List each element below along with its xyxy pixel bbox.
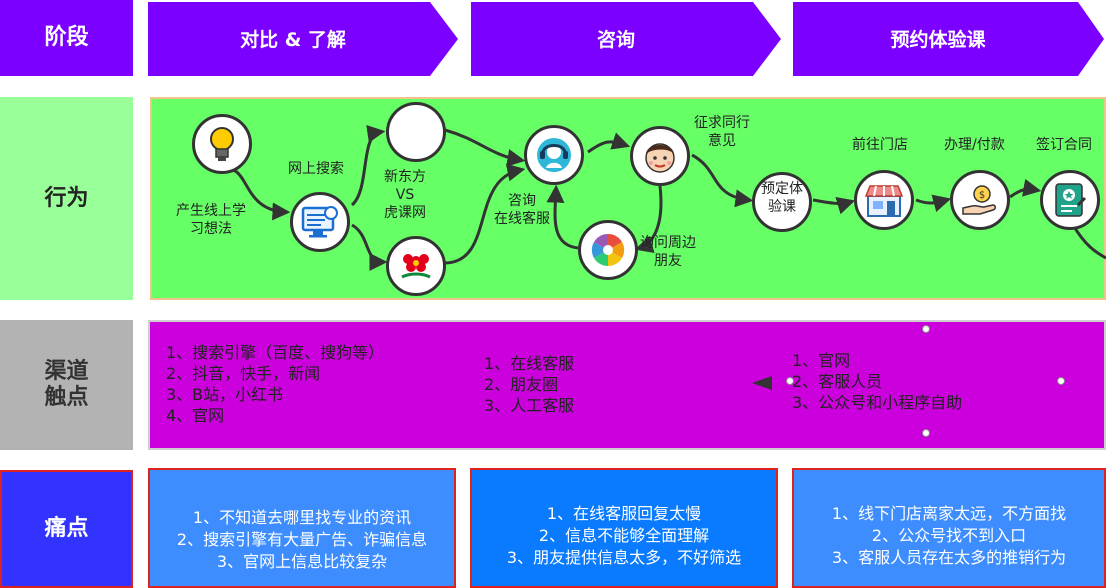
pain-list-compare: 1、不知道去哪里找专业的资讯 2、搜索引擎有大量广告、诈骗信息 3、官网上信息比…: [150, 507, 454, 573]
pain-item: 3、客服人员存在太多的推销行为: [831, 548, 1067, 567]
customer-service-headset-icon: [537, 138, 571, 172]
channel-item: 2、朋友圈: [484, 375, 559, 394]
friends-circle-aperture-icon: [591, 233, 625, 267]
pain-item: 3、官网上信息比较复杂: [216, 552, 388, 571]
flow-line-friends-consult: [546, 184, 579, 250]
flow-line-search-tiger: [351, 223, 388, 271]
stage-title-compare: 对比 & 了解: [240, 28, 346, 51]
node-contract: [1040, 170, 1100, 230]
pain-item: 1、线下门店离家太远，不方面找: [831, 504, 1067, 523]
node-pay-text: 办理/付款: [944, 137, 1005, 153]
selection-handle[interactable]: [922, 429, 930, 437]
stage-arrow-compare: [148, 2, 458, 76]
selection-handle[interactable]: [922, 325, 930, 333]
node-book-trial: [752, 172, 812, 232]
selection-handle[interactable]: [786, 377, 794, 385]
node-new-oriental: [386, 102, 446, 162]
node-peer-opinion-text: 征求同行 意见: [694, 115, 750, 149]
channel-item: 2、抖音，快手，新闻: [166, 364, 321, 383]
flow-line-consult-peer: [587, 132, 631, 154]
flow-line-peer-friends: [634, 185, 663, 253]
pain-box-consult: [470, 468, 778, 588]
pain-item: 1、在线客服回复太慢: [546, 504, 702, 523]
channel-item: 3、人工客服: [484, 396, 575, 415]
svg-text:$: $: [979, 190, 985, 201]
node-go-store: [854, 170, 914, 230]
left-arrow-marker-icon: [752, 376, 772, 390]
channel-list-compare: 1、搜索引擎（百度、搜狗等） 2、抖音，快手，新闻 3、B站，小红书 4、官网: [166, 342, 384, 426]
stage-arrow-trial: [793, 2, 1104, 76]
channel-item: 1、官网: [792, 351, 851, 370]
row-label-behavior-text: 行为: [44, 185, 89, 211]
node-ask-friends: [578, 220, 638, 280]
node-compare-text: 新东方 VS 虎课网: [384, 169, 426, 221]
channel-list-trial: 1、官网 2、客服人员 3、公众号和小程序自助: [792, 350, 962, 413]
stage-title-trial: 预约体验课: [890, 28, 986, 51]
red-flower-logo-icon: [401, 254, 431, 279]
channel-item: 3、B站，小红书: [166, 385, 284, 404]
flow-line-tiger-consult: [444, 163, 526, 265]
flow-line-compare-consult: [444, 128, 526, 167]
channel-item: 1、搜索引擎（百度、搜狗等）: [166, 343, 385, 362]
flow-line-pay-contract: [1009, 178, 1042, 199]
channel-item: 2、客服人员: [792, 372, 883, 391]
flow-line-search-compare: [350, 125, 386, 207]
node-pay: $: [950, 170, 1010, 230]
row-label-pain: 痛点: [0, 470, 133, 588]
row-label-stage-text: 阶段: [44, 25, 89, 50]
person-face-icon: [645, 143, 675, 173]
hand-coin-payment-icon: $: [962, 185, 996, 215]
row-label-channel: 渠道 触点: [0, 320, 133, 450]
node-tiger-course: [386, 236, 446, 296]
stage-arrows: [148, 2, 1104, 76]
node-web-search: [290, 192, 350, 252]
node-ask-friends-text: 询问周边 朋友: [640, 235, 696, 269]
store-shop-icon: [864, 185, 904, 217]
pain-item: 2、信息不能够全面理解: [538, 526, 710, 545]
contract-document-icon: [1055, 183, 1087, 217]
flow-line-contract-out: [1071, 224, 1106, 260]
node-contract-text: 签订合同: [1036, 137, 1092, 153]
channel-item: 4、官网: [166, 406, 225, 425]
row-label-stage: 阶段: [0, 0, 133, 76]
node-book-trial-text: 预定体 验课: [761, 181, 803, 215]
lightbulb-icon: [210, 127, 234, 161]
node-idea-text: 产生线上学 习想法: [176, 203, 246, 237]
pain-list-trial: 1、线下门店离家太远，不方面找 2、公众号找不到入口 3、客服人员存在太多的推销…: [794, 503, 1104, 569]
node-peer-opinion: [630, 126, 690, 186]
node-consult-online: [524, 125, 584, 185]
stage-title-consult: 咨询: [596, 28, 635, 51]
pain-box-compare: [148, 468, 456, 588]
node-idea: [192, 114, 252, 174]
flow-line-store-pay: [915, 194, 952, 212]
selection-handle[interactable]: [1057, 377, 1065, 385]
pain-item: 1、不知道去哪里找专业的资讯: [192, 508, 412, 527]
flow-line-peer-trial: [691, 153, 754, 208]
flow-line-trial-store: [812, 196, 856, 215]
node-consult-online-text: 咨询 在线客服: [494, 193, 550, 227]
pain-list-consult: 1、在线客服回复太慢 2、信息不能够全面理解 3、朋友提供信息太多，不好筛选: [472, 503, 776, 569]
channel-area: [148, 320, 1106, 450]
node-go-store-text: 前往门店: [852, 137, 908, 153]
computer-web-icon: [301, 206, 338, 238]
node-web-search-text: 网上搜索: [288, 161, 344, 177]
row-label-pain-text: 痛点: [44, 516, 89, 541]
channel-item: 3、公众号和小程序自助: [792, 393, 963, 412]
row-label-channel-text: 渠道 触点: [44, 359, 89, 410]
pain-item: 2、搜索引擎有大量广告、诈骗信息: [176, 530, 428, 549]
stage-arrow-consult: [471, 2, 781, 76]
pain-item: 3、朋友提供信息太多，不好筛选: [506, 548, 742, 567]
channel-list-consult: 1、在线客服 2、朋友圈 3、人工客服: [484, 353, 574, 416]
pain-box-trial: [792, 468, 1106, 588]
channel-item: 1、在线客服: [484, 354, 575, 373]
pain-item: 2、公众号找不到入口: [871, 526, 1027, 545]
row-label-behavior: 行为: [0, 97, 133, 300]
